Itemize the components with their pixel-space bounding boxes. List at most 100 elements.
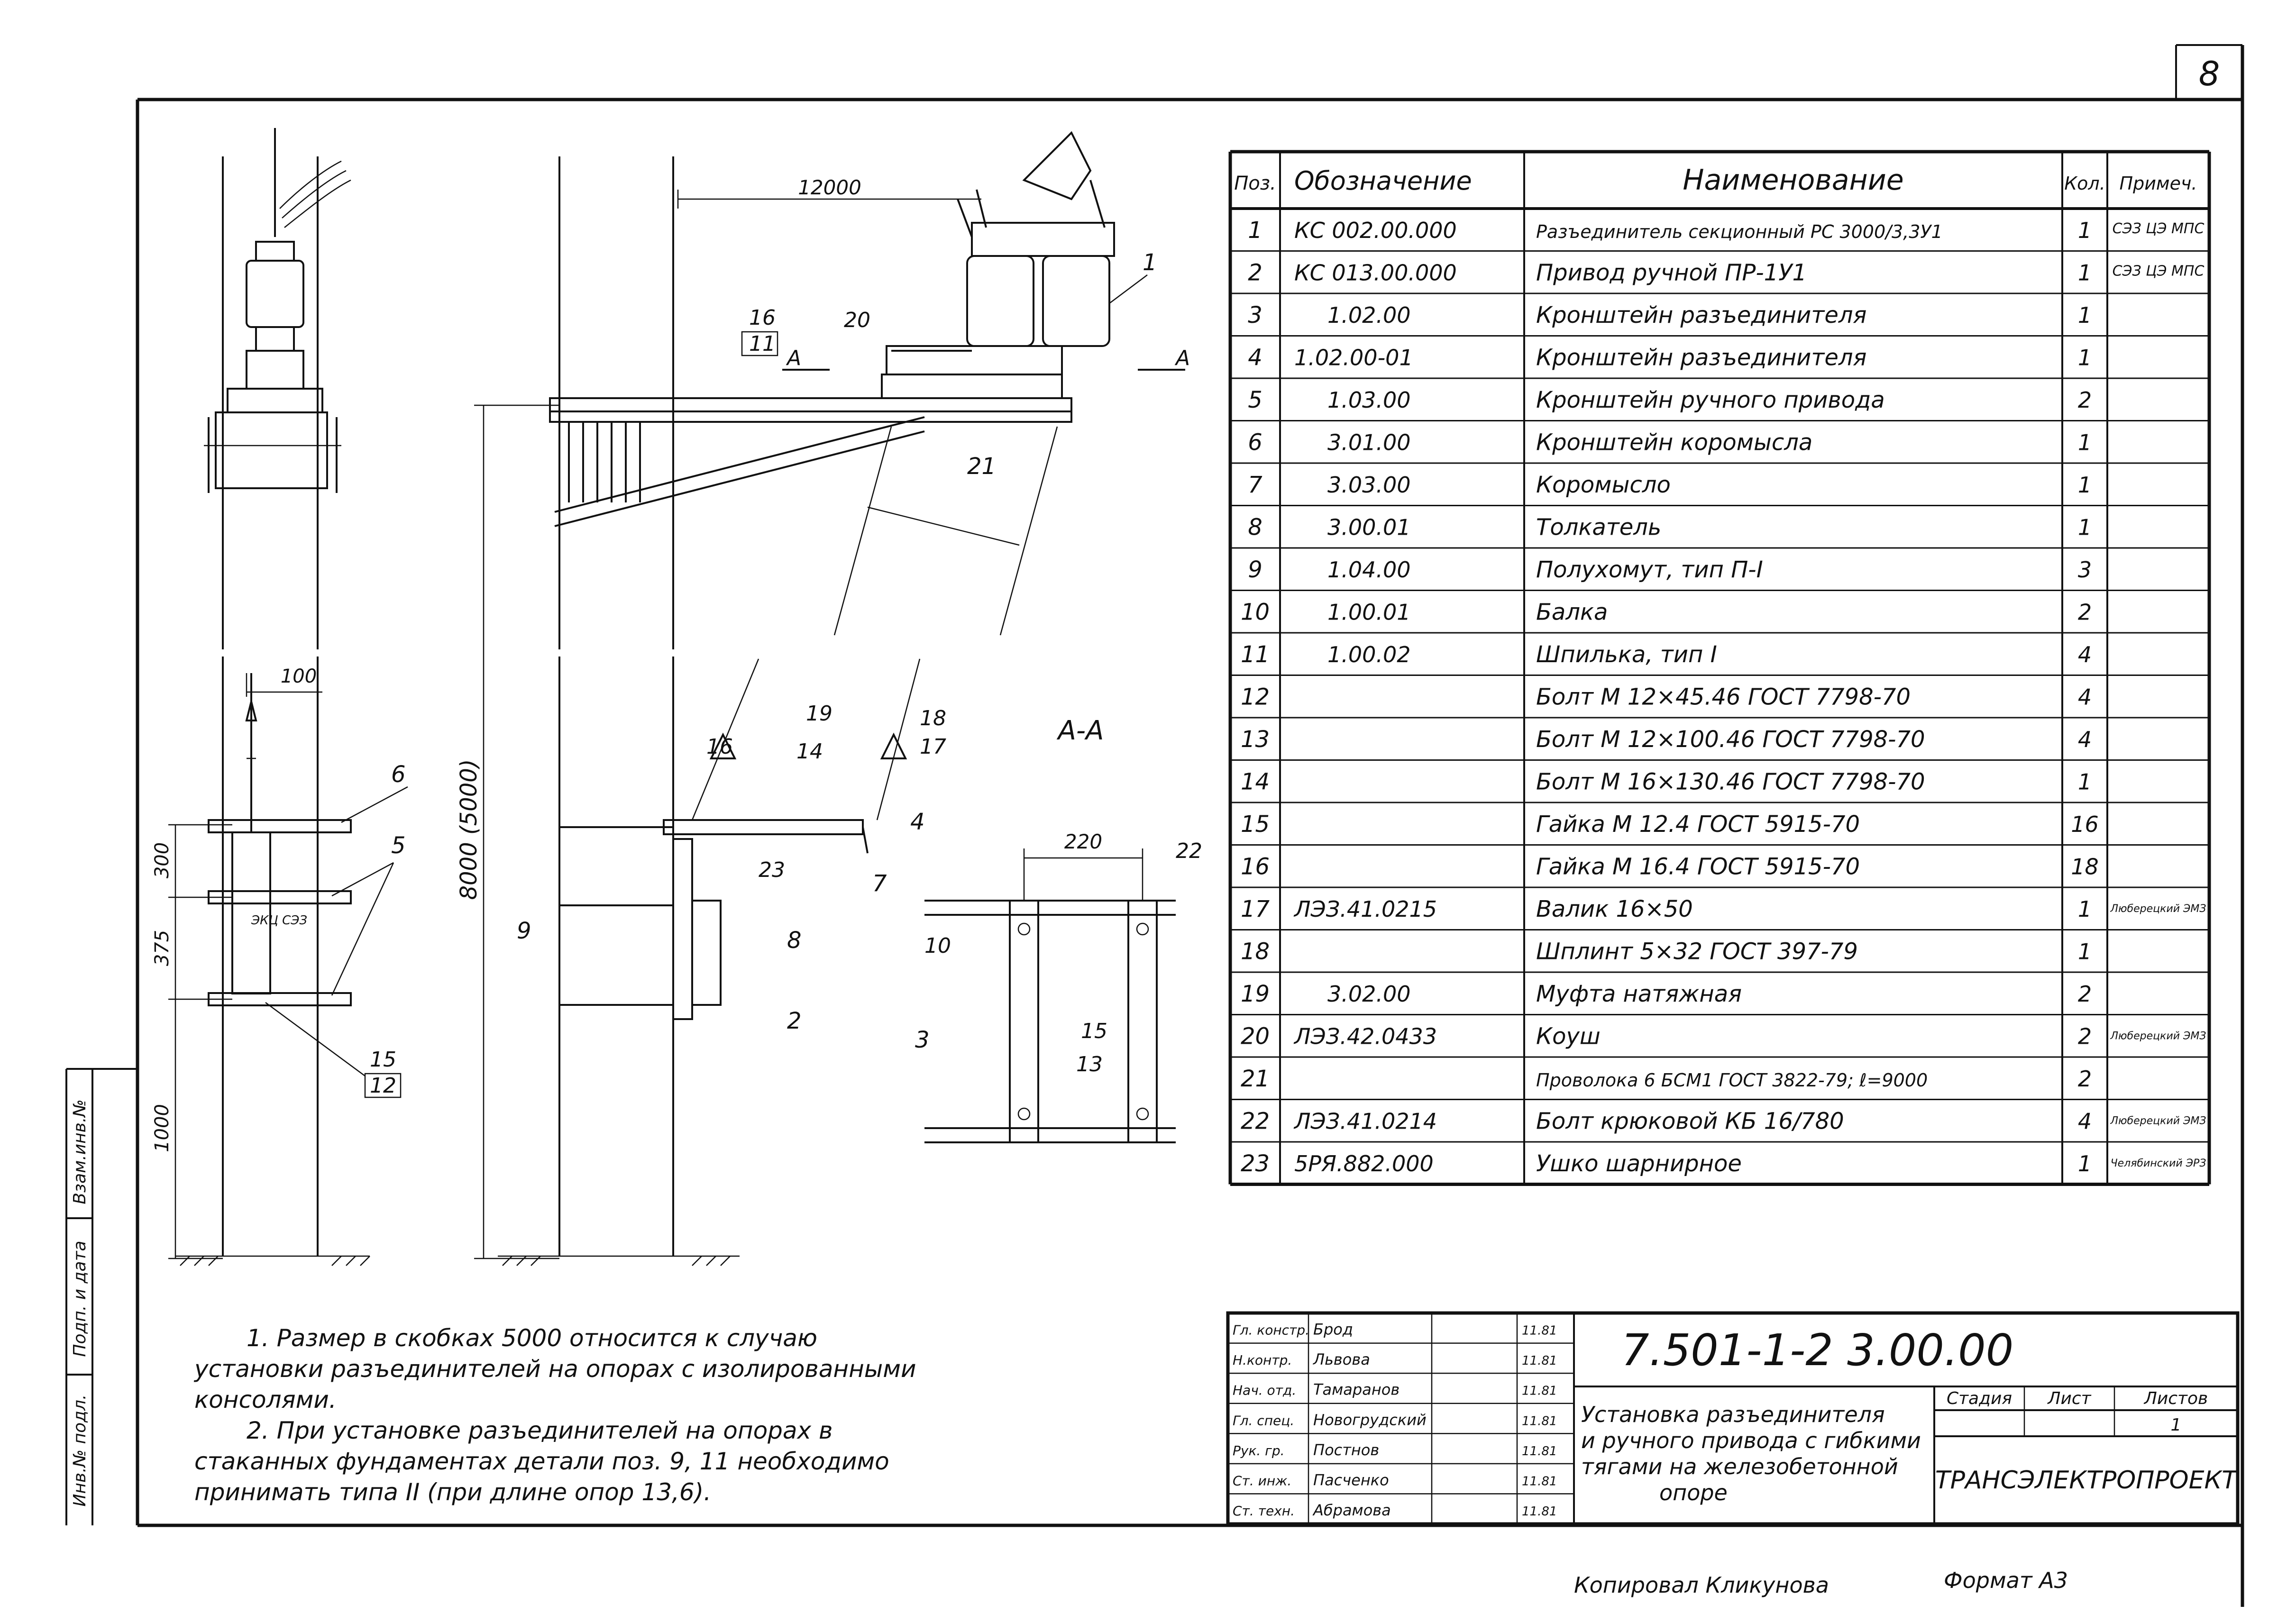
table-cell-name: Коромысло xyxy=(1536,472,1671,498)
table-cell-qty: 1 xyxy=(2078,430,2092,456)
signer-name: Абрамова xyxy=(1312,1501,1391,1519)
dim-12000: 12000 xyxy=(798,176,861,199)
table-cell-pos: 19 xyxy=(1241,981,1270,1007)
sheet-frame xyxy=(136,44,2244,1607)
section-aa xyxy=(924,848,1176,1143)
table-cell-code: 3.03.00 xyxy=(1327,472,1411,498)
table-cell-note: СЭЗ ЦЭ МПС xyxy=(2113,220,2205,237)
table-cell-name: Разъединитель секционный РС 3000/3,3У1 xyxy=(1536,221,1943,242)
note-line-5: стаканных фундаментах детали поз. 9, 11 … xyxy=(194,1448,889,1475)
table-cell-name: Толкатель xyxy=(1536,514,1661,541)
table-cell-pos: 10 xyxy=(1241,599,1270,626)
side-label-vzam: Взам.инв.№ xyxy=(70,1099,90,1204)
table-cell-qty: 1 xyxy=(2078,769,2092,795)
table-cell-pos: 14 xyxy=(1241,769,1270,795)
callout-10: 10 xyxy=(924,934,951,958)
callout-20: 20 xyxy=(844,308,870,332)
table-cell-qty: 4 xyxy=(2078,727,2092,752)
signer-name: Львова xyxy=(1313,1350,1370,1368)
table-cell-code: 1.03.00 xyxy=(1327,387,1411,413)
table-cell-code: 3.02.00 xyxy=(1327,981,1411,1007)
table-header-pos: Поз. xyxy=(1234,173,1276,194)
section-mark-left: А xyxy=(786,346,801,370)
pole-front-view xyxy=(168,128,370,1266)
table-cell-pos: 18 xyxy=(1241,939,1270,965)
callout-7: 7 xyxy=(872,870,887,897)
signer-name: Брод xyxy=(1313,1321,1353,1339)
table-cell-qty: 1 xyxy=(2078,345,2092,371)
table-cell-name: Кронштейн разъединителя xyxy=(1536,302,1866,328)
sheets-label: Листов xyxy=(2143,1389,2208,1408)
note-line-6: принимать типа II (при длине опор 13,6). xyxy=(194,1478,711,1506)
callout-14: 14 xyxy=(796,739,823,764)
sheets-value: 1 xyxy=(2171,1415,2182,1435)
signer-role: Гл. констр. xyxy=(1233,1322,1309,1338)
callout-3: 3 xyxy=(915,1027,930,1053)
table-cell-code: ЛЭЗ.41.0214 xyxy=(1293,1109,1437,1134)
title-line-3: тягами на железобетонной xyxy=(1581,1454,1898,1479)
signer-name: Пасченко xyxy=(1313,1471,1389,1489)
callout-16: 16 xyxy=(749,306,776,330)
note-line-3: консолями. xyxy=(194,1386,337,1413)
signer-date: 11.81 xyxy=(1522,1354,1557,1368)
spec-table-grid xyxy=(1228,150,2211,1186)
table-cell-pos: 21 xyxy=(1241,1066,1270,1092)
table-header-qty: Кол. xyxy=(2064,173,2105,194)
table-header-code: Обозначение xyxy=(1294,166,1472,196)
table-cell-pos: 2 xyxy=(1248,260,1262,286)
table-cell-qty: 1 xyxy=(2078,472,2092,498)
signer-role: Рук. гр. xyxy=(1233,1443,1285,1459)
table-cell-note: Челябинский ЭРЗ xyxy=(2111,1158,2206,1169)
table-cell-name: Проволока 6 БСМ1 ГОСТ 3822-79; ℓ=9000 xyxy=(1536,1070,1928,1091)
table-header-name: Наименование xyxy=(1683,164,1903,197)
signer-role: Нач. отд. xyxy=(1233,1383,1296,1398)
table-cell-pos: 13 xyxy=(1241,726,1270,753)
dim-375: 375 xyxy=(151,930,173,966)
table-cell-pos: 3 xyxy=(1248,302,1262,328)
table-cell-name: Болт М 16×130.46 ГОСТ 7798-70 xyxy=(1536,769,1925,795)
table-cell-name: Гайка М 16.4 ГОСТ 5915-70 xyxy=(1536,854,1860,880)
table-cell-code: ЛЭЗ.42.0433 xyxy=(1293,1024,1437,1049)
table-cell-name: Болт крюковой КБ 16/780 xyxy=(1536,1108,1844,1135)
table-cell-qty: 3 xyxy=(2078,557,2092,583)
table-cell-name: Привод ручной ПР-1У1 xyxy=(1536,260,1807,286)
table-cell-name: Ушко шарнирное xyxy=(1536,1150,1742,1177)
signer-date: 11.81 xyxy=(1522,1474,1557,1488)
table-cell-pos: 12 xyxy=(1241,684,1270,711)
title-block xyxy=(1226,1311,2240,1526)
table-cell-pos: 1 xyxy=(1248,217,1262,244)
callout-21: 21 xyxy=(967,453,996,480)
pole-side-view xyxy=(474,131,1185,1266)
section-label: А-А xyxy=(1057,715,1104,746)
side-strip: Взам.инв.№ Подп. и дата Инв.№ подл. xyxy=(65,1068,137,1525)
table-cell-qty: 1 xyxy=(2078,260,2092,286)
callout-15b: 15 xyxy=(1081,1019,1107,1043)
copied-by: Копировал Кликунова xyxy=(1574,1572,1829,1598)
doc-code: 7.501-1-2 3.00.00 xyxy=(1621,1325,2013,1376)
table-cell-qty: 2 xyxy=(2078,1024,2092,1049)
sheet-label: Лист xyxy=(2047,1389,2091,1408)
table-cell-name: Полухомут, тип П-I xyxy=(1536,556,1763,583)
note-line-1: 1. Размер в скобках 5000 относится к слу… xyxy=(247,1324,817,1352)
stage-label: Стадия xyxy=(1947,1389,2012,1408)
table-cell-pos: 7 xyxy=(1248,472,1262,498)
dim-300: 300 xyxy=(151,842,173,878)
table-cell-name: Муфта натяжная xyxy=(1536,981,1742,1007)
signer-name: Постнов xyxy=(1313,1441,1379,1459)
table-cell-qty: 4 xyxy=(2078,684,2092,710)
callout-6: 6 xyxy=(391,761,406,788)
table-cell-name: Кронштейн коромысла xyxy=(1536,429,1812,456)
table-cell-name: Шплинт 5×32 ГОСТ 397-79 xyxy=(1536,939,1858,965)
table-cell-code: 1.00.01 xyxy=(1327,600,1411,625)
table-cell-pos: 16 xyxy=(1241,854,1270,880)
callout-15: 15 xyxy=(370,1048,396,1072)
side-label-inv: Инв.№ подл. xyxy=(70,1395,90,1507)
signer-role: Ст. техн. xyxy=(1233,1503,1295,1519)
dim-100: 100 xyxy=(281,666,317,687)
table-cell-code: 1.00.02 xyxy=(1327,642,1411,667)
callout-8: 8 xyxy=(787,927,802,954)
signer-name: Тамаранов xyxy=(1313,1381,1400,1399)
callout-18: 18 xyxy=(920,706,946,730)
